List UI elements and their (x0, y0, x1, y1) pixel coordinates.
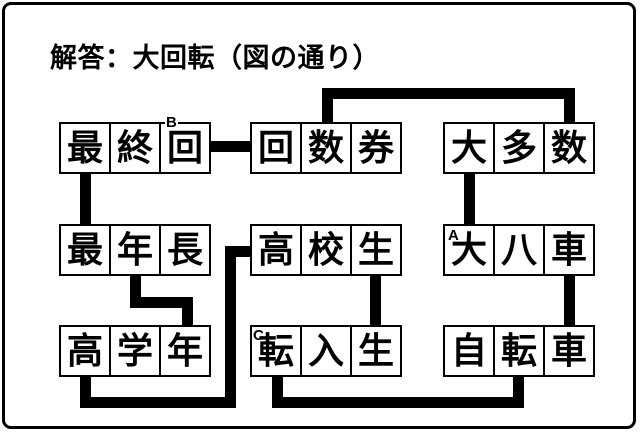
connector-ten-ten (513, 375, 524, 408)
mark-c-label: C (253, 327, 264, 344)
kanji-cell: 車 (543, 325, 595, 377)
connector-nen-nen (130, 297, 193, 308)
kanji: 生 (357, 229, 394, 270)
kanji: 数 (307, 127, 344, 168)
kanji-cell: 入 (300, 325, 352, 377)
answer-title: 解答：大回転（図の通り） (50, 43, 380, 73)
kanji-cell: 八 (493, 224, 545, 276)
word-jitensha: 自 転 車 (443, 325, 595, 377)
word-koukousei: 高 校 生 (250, 224, 402, 276)
connector-ten-ten (272, 375, 283, 408)
connector-kai-kai (209, 141, 252, 152)
connector-suu-suu (322, 88, 333, 123)
connector-sai-sai (80, 170, 91, 226)
kanji: 数 (550, 127, 587, 168)
kanji-cell: 終 (109, 122, 161, 174)
connector-suu-suu (322, 88, 575, 99)
kanji: 高 (66, 330, 103, 371)
kanji: 校 (307, 229, 344, 270)
connector-ten-ten (272, 397, 524, 408)
kanji-cell: 数 (543, 122, 595, 174)
kanji-cell: 車 (543, 224, 595, 276)
word-tennyuusei: 転 入 生 (250, 325, 402, 377)
kanji: 大 (450, 229, 487, 270)
word-daitasuu: 大 多 数 (443, 122, 595, 174)
kanji-cell: 大 (443, 224, 495, 276)
kanji: 転 (500, 330, 537, 371)
kanji: 車 (550, 330, 587, 371)
word-kaisuuken: 回 数 券 (250, 122, 402, 174)
kanji: 自 (450, 330, 487, 371)
mark-b-label: B (165, 114, 178, 131)
word-saishuukai: 最 終 回 (59, 122, 211, 174)
kanji: 年 (166, 330, 203, 371)
kanji: 入 (307, 330, 344, 371)
kanji: 回 (257, 127, 294, 168)
connector-kou-kou (225, 246, 236, 408)
kanji-cell: 最 (59, 122, 111, 174)
kanji-cell: 年 (159, 325, 211, 377)
word-sainenchou: 最 年 長 (59, 224, 211, 276)
connector-sha-sha (564, 274, 575, 327)
kanji-cell: 転 (250, 325, 302, 377)
kanji: 車 (550, 229, 587, 270)
kanji: 回 (166, 127, 203, 168)
kanji: 長 (166, 229, 203, 270)
connector-dai-dai (464, 170, 475, 226)
kanji-cell: 回 (159, 122, 211, 174)
kanji: 八 (500, 229, 537, 270)
kanji-cell: 数 (300, 122, 352, 174)
kanji-cell: 年 (109, 224, 161, 276)
connector-nen-nen (182, 297, 193, 327)
connector-kou-kou (225, 246, 252, 257)
kanji: 券 (357, 127, 394, 168)
kanji-cell: 学 (109, 325, 161, 377)
kanji-cell: 大 (443, 122, 495, 174)
kanji: 転 (257, 330, 294, 371)
kanji: 高 (257, 229, 294, 270)
kanji: 終 (116, 127, 153, 168)
kanji-cell: 生 (350, 224, 402, 276)
kanji-cell: 高 (250, 224, 302, 276)
kanji: 学 (116, 330, 153, 371)
kanji-cell: 自 (443, 325, 495, 377)
connector-kou-kou (80, 397, 236, 408)
kanji: 最 (66, 127, 103, 168)
connector-sei-sei (370, 274, 381, 327)
connector-kou-kou (80, 375, 91, 408)
kanji-cell: 転 (493, 325, 545, 377)
word-kougakunen: 高 学 年 (59, 325, 211, 377)
kanji-cell: 多 (493, 122, 545, 174)
kanji-cell: 券 (350, 122, 402, 174)
kanji: 生 (357, 330, 394, 371)
connector-nen-nen (130, 274, 141, 308)
kanji: 大 (450, 127, 487, 168)
connector-suu-suu (564, 88, 575, 123)
kanji: 年 (116, 229, 153, 270)
kanji-cell: 長 (159, 224, 211, 276)
kanji-cell: 生 (350, 325, 402, 377)
kanji-cell: 回 (250, 122, 302, 174)
kanji-cell: 校 (300, 224, 352, 276)
mark-a-label: A (448, 227, 459, 244)
kanji: 多 (500, 127, 537, 168)
kanji: 最 (66, 229, 103, 270)
kanji-cell: 最 (59, 224, 111, 276)
word-daihachiguruma: 大 八 車 (443, 224, 595, 276)
kanji-cell: 高 (59, 325, 111, 377)
